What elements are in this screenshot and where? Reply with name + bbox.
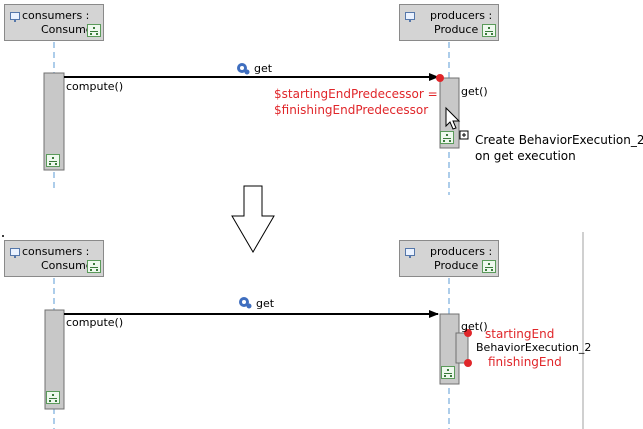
finishing-end-dot (464, 359, 472, 367)
get-call-label-top: get() (461, 85, 488, 98)
lifeline-name: producers : (430, 245, 493, 258)
behavior-execution-label: BehaviorExecution_2 (476, 341, 592, 354)
get-call-label-bottom: get() (461, 320, 488, 333)
lifeline-box-consumers-top[interactable]: consumers : Consume (4, 4, 104, 41)
execution-compute-bottom (44, 309, 65, 410)
class-icon (10, 248, 20, 258)
execution-compute-top (43, 72, 65, 171)
lifeline-box-producers-top[interactable]: producers : Produce (399, 4, 499, 41)
expression-line-1: $startingEndPredecessor = (274, 87, 438, 101)
execution-tree-icon (482, 24, 496, 37)
expression-line-2: $finishingEndPredecessor (274, 103, 429, 117)
lifeline-type: Consume (41, 259, 93, 272)
execution-tree-icon (482, 260, 496, 273)
execution-tree-icon (87, 260, 101, 273)
tooltip-line-1: Create BehaviorExecution_2 (475, 133, 643, 147)
lifeline-box-consumers-bottom[interactable]: consumers : Consume (4, 240, 104, 277)
mouse-cursor-icon (445, 106, 461, 130)
lifeline-type: Consume (41, 23, 93, 36)
down-arrow-icon (231, 185, 275, 253)
finishing-end-label: finishingEnd (488, 355, 562, 369)
lifeline-box-producers-bottom[interactable]: producers : Produce (399, 240, 499, 277)
lifeline-name: consumers : (22, 9, 90, 22)
lifeline-name: consumers : (22, 245, 90, 258)
behavior-execution-bottom (455, 332, 469, 364)
lifeline-type: Produce (434, 259, 479, 272)
class-icon (10, 12, 20, 22)
anchor-dot-top (436, 74, 444, 82)
execution-tree-icon (440, 131, 454, 144)
class-icon (405, 12, 415, 22)
compute-label-top: compute() (66, 80, 124, 93)
execution-tree-icon (441, 366, 455, 379)
operation-gear-icon-top (237, 63, 250, 75)
starting-end-label: startingEnd (485, 327, 555, 341)
message-label-bottom: get (256, 297, 275, 310)
class-icon (405, 248, 415, 258)
execution-tree-icon (87, 24, 101, 37)
starting-end-dot (464, 329, 472, 337)
tooltip-line-2: on get execution (475, 149, 576, 163)
lifeline-type: Produce (434, 23, 479, 36)
execution-tree-icon (46, 154, 60, 167)
operation-gear-icon-bottom (239, 297, 252, 309)
execution-tree-icon (46, 391, 60, 404)
lifeline-name: producers : (430, 9, 493, 22)
compute-label-bottom: compute() (66, 316, 124, 329)
message-label-top: get (254, 62, 273, 75)
